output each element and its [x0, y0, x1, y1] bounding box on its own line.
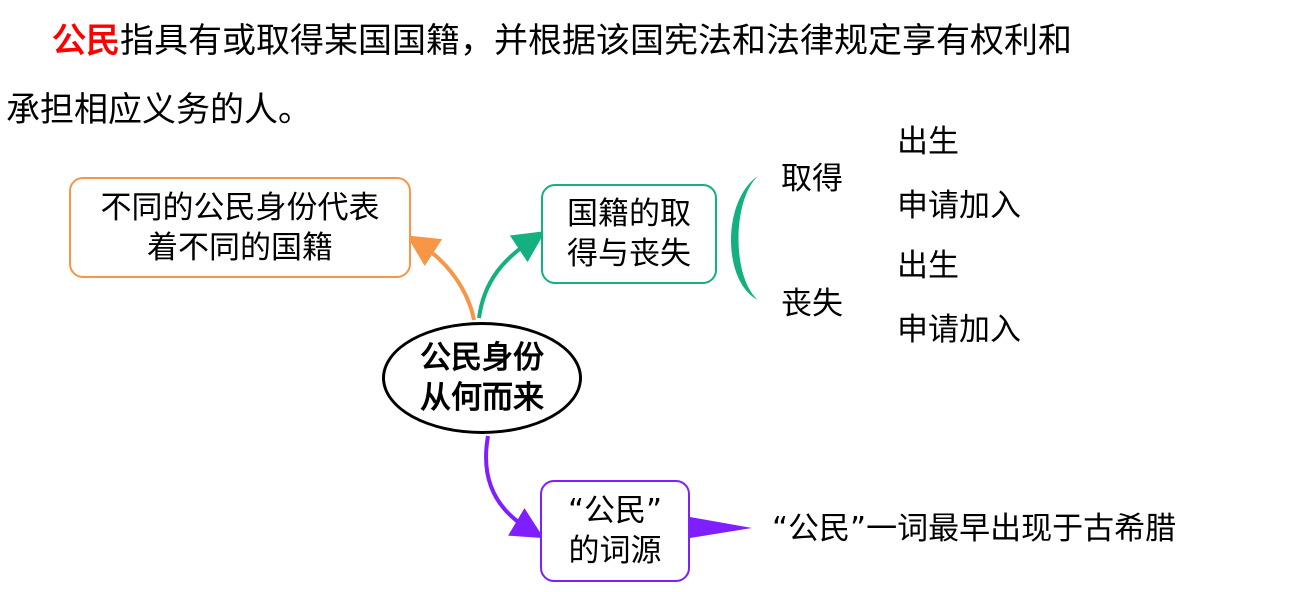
- lose-label: 丧失: [781, 286, 843, 322]
- definition-line-2: 承担相应义务的人。: [6, 90, 312, 130]
- meaning-line-1: 不同的公民身份代表: [100, 189, 380, 226]
- definition-line-1: 公民指具有或取得某国国籍，并根据该国宪法和法律规定享有权利和: [52, 24, 1072, 58]
- etymology-line-2: 的词源: [568, 533, 662, 569]
- callout-pointer-icon: [690, 517, 752, 538]
- arrow-to-meaning: [406, 235, 476, 321]
- nationality-line-1: 国籍的取: [567, 196, 691, 232]
- definition-term: 公民: [52, 21, 120, 61]
- acquire-label: 取得: [781, 161, 843, 197]
- lose-item-apply: 申请加入: [897, 312, 1021, 348]
- arrow-to-etymology: [484, 435, 544, 539]
- bracket-icon: [731, 176, 758, 300]
- nationality-line-2: 得与丧失: [567, 236, 691, 272]
- etymology-line-1: “公民”: [567, 493, 663, 529]
- center-node: 公民身份 从何而来: [382, 322, 582, 434]
- acquire-item-apply: 申请加入: [897, 188, 1021, 224]
- center-line-1: 公民身份: [420, 340, 544, 376]
- acquire-item-birth: 出生: [897, 124, 959, 160]
- definition-text: 指具有或取得某国国籍，并根据该国宪法和法律规定享有权利和: [120, 21, 1072, 61]
- etymology-node: “公民” 的词源: [540, 480, 690, 582]
- center-line-2: 从何而来: [420, 380, 544, 416]
- etymology-detail: “公民”一词最早出现于古希腊: [772, 511, 1177, 547]
- arrow-to-nationality: [477, 231, 546, 319]
- lose-item-birth: 出生: [897, 248, 959, 284]
- meaning-line-2: 着不同的国籍: [147, 229, 333, 266]
- meaning-node: 不同的公民身份代表 着不同的国籍: [69, 177, 411, 278]
- nationality-node: 国籍的取 得与丧失: [541, 184, 717, 284]
